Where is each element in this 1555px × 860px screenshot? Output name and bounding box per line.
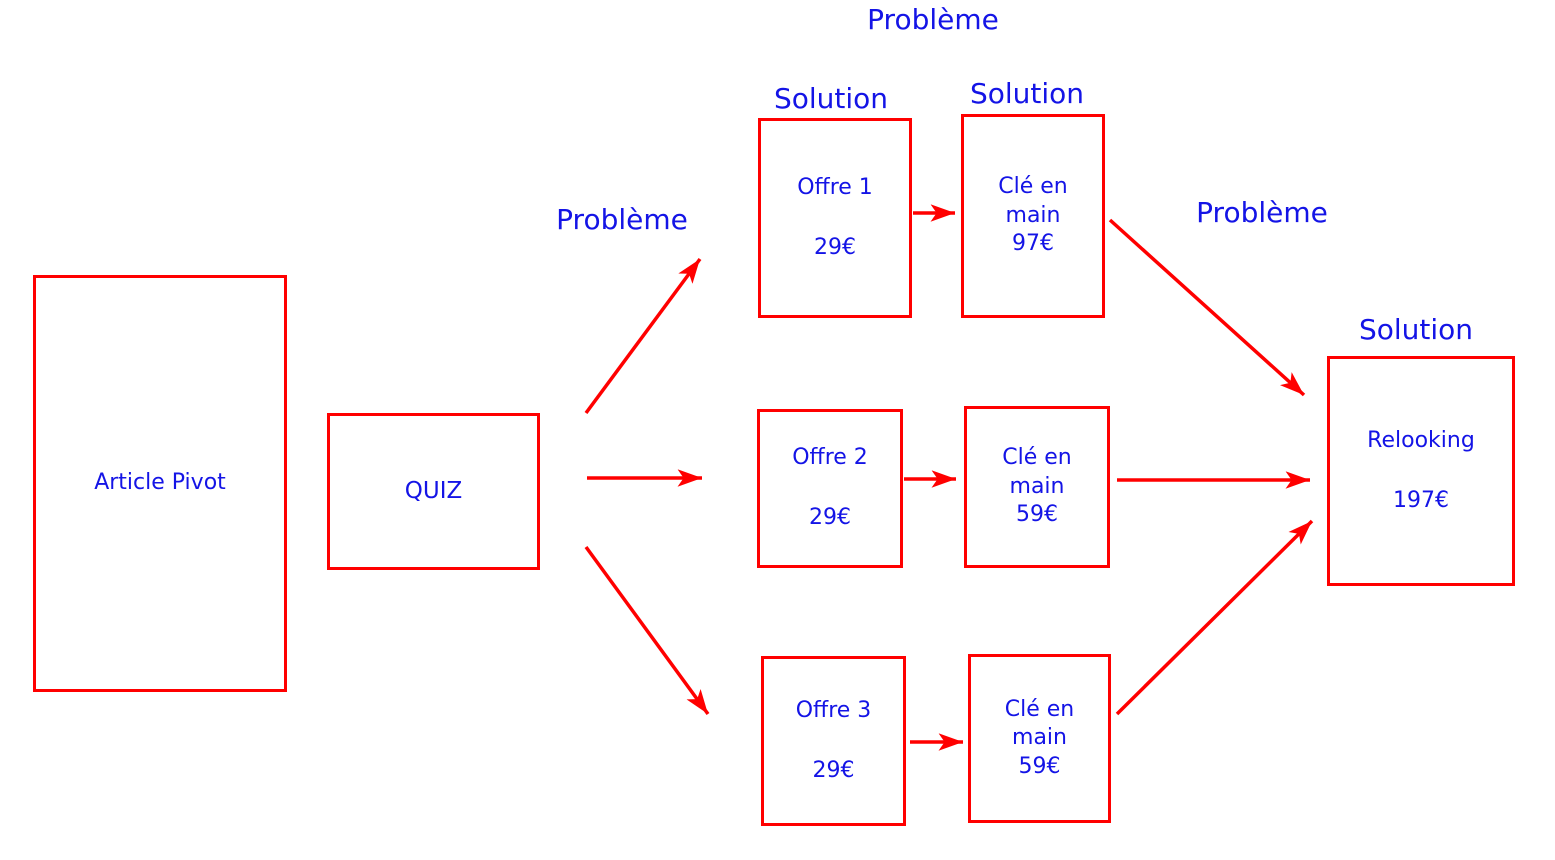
arrow-quiz-offre3: [584, 545, 710, 716]
quiz-node: QUIZ: [327, 413, 540, 570]
arrow-cle3-relooking: [1115, 519, 1314, 716]
offre2-node: Offre 2 29€: [757, 409, 903, 568]
cle-en-main1-node: Clé en main 97€: [961, 114, 1105, 318]
cle-en-main2-node: Clé en main 59€: [964, 406, 1110, 568]
offre2-price: 29€: [809, 505, 851, 530]
cle-en-main1-price: 97€: [1012, 231, 1054, 257]
article-pivot-node: Article Pivot: [33, 275, 287, 692]
cle-en-main1-title: Clé en main: [998, 174, 1068, 228]
probleme-label-cle1: Problème: [1196, 196, 1328, 229]
cle-en-main3-title: Clé en main: [1004, 696, 1075, 751]
offre1-node: Offre 1 29€: [758, 118, 912, 318]
offre3-title: Offre 3: [795, 697, 872, 723]
relooking-title: Relooking: [1367, 427, 1475, 453]
solution-label-offre1: Solution: [773, 82, 889, 115]
cle-en-main3-node: Clé en main 59€: [968, 654, 1111, 823]
cle-en-main2-price: 59€: [1016, 502, 1058, 528]
solution-label-cle1: Solution: [969, 77, 1085, 110]
relooking-node: Relooking 197€: [1327, 356, 1515, 586]
probleme-label-top: Problème: [867, 3, 999, 36]
relooking-price: 197€: [1393, 487, 1449, 513]
arrow-cle1-relooking: [1108, 218, 1306, 397]
arrow-quiz-offre1: [584, 257, 702, 415]
offre1-price: 29€: [814, 234, 856, 260]
cle-en-main2-title: Clé en main: [1002, 445, 1072, 499]
offre2-title: Offre 2: [792, 445, 868, 471]
article-pivot-label: Article Pivot: [94, 470, 226, 496]
quiz-label: QUIZ: [404, 477, 463, 504]
offre1-title: Offre 1: [797, 174, 873, 200]
offre3-price: 29€: [812, 757, 855, 783]
cle-en-main3-price: 59€: [1018, 753, 1061, 779]
solution-label-relooking: Solution: [1358, 313, 1474, 346]
probleme-label-quiz: Problème: [556, 203, 688, 236]
offre3-node: Offre 3 29€: [761, 656, 906, 826]
